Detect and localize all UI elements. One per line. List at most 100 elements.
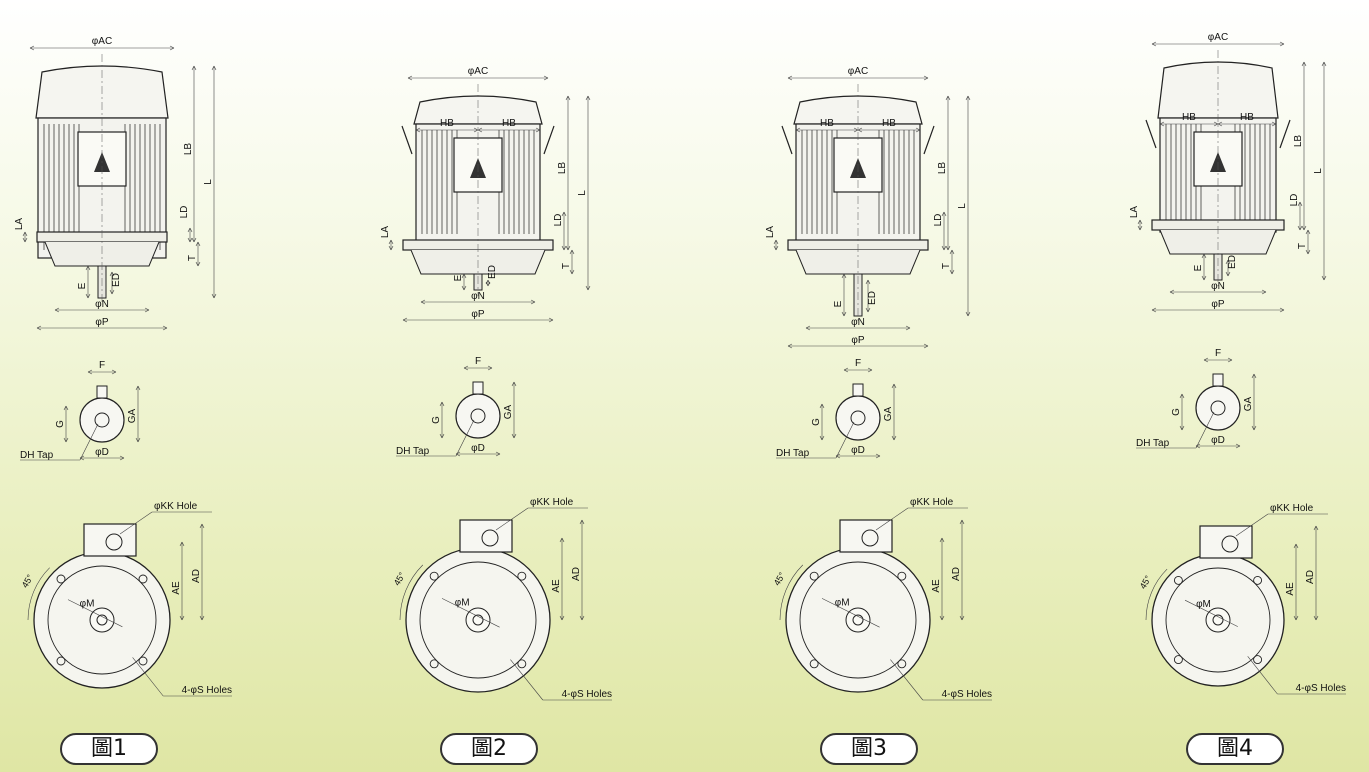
dim-l-label: L bbox=[203, 179, 214, 185]
dim-t-label: T bbox=[1297, 243, 1308, 249]
angle-45-label: 45° bbox=[392, 570, 408, 587]
dim-n-label: φN bbox=[471, 291, 485, 302]
dim-d-label: φD bbox=[1211, 435, 1225, 446]
dim-t-label: T bbox=[187, 255, 198, 261]
figure-caption-3: 圖3 bbox=[820, 733, 918, 765]
s-holes-label: 4-φS Holes bbox=[562, 689, 612, 700]
side-view: φAC HB HB LB L LD T LA E ED φN φP bbox=[765, 66, 971, 349]
dim-lb-label: LB bbox=[183, 143, 194, 156]
dh-tap-label: DH Tap bbox=[396, 446, 430, 457]
dim-hb-right-label: HB bbox=[502, 118, 516, 129]
dim-ga-label: GA bbox=[1243, 396, 1254, 411]
dim-ae-label: AE bbox=[1285, 582, 1296, 596]
dim-hb-right-label: HB bbox=[882, 118, 896, 129]
shaft-end-view: F G GA φD DH Tap bbox=[20, 360, 141, 461]
dim-p-label: φP bbox=[95, 317, 108, 328]
dim-f-label: F bbox=[99, 360, 105, 371]
dim-n-label: φN bbox=[95, 299, 109, 310]
shaft-end-view: F G GA φD DH Tap bbox=[1136, 348, 1257, 449]
dim-p-label: φP bbox=[471, 309, 484, 320]
dim-d-label: φD bbox=[471, 443, 485, 454]
kk-hole-label: φKK Hole bbox=[154, 501, 198, 512]
dim-e-label: E bbox=[77, 282, 88, 289]
dim-f-label: F bbox=[855, 358, 861, 369]
dim-t-label: T bbox=[941, 263, 952, 269]
dim-l-label: L bbox=[1313, 168, 1324, 174]
dim-n-label: φN bbox=[1211, 281, 1225, 292]
dim-la-label: LA bbox=[765, 226, 776, 239]
dim-ga-label: GA bbox=[503, 404, 514, 419]
dim-p-label: φP bbox=[1211, 299, 1224, 310]
figure-caption-1: 圖1 bbox=[60, 733, 158, 765]
dim-ad-label: AD bbox=[191, 569, 202, 583]
figure-caption-2: 圖2 bbox=[440, 733, 538, 765]
dim-ac-label: φAC bbox=[848, 66, 868, 77]
dim-l-label: L bbox=[957, 203, 968, 209]
dim-g-label: G bbox=[55, 420, 66, 428]
dim-ad-label: AD bbox=[1305, 570, 1316, 584]
dim-p-label: φP bbox=[851, 335, 864, 346]
figure-caption-4: 圖4 bbox=[1186, 733, 1284, 765]
dim-ae-label: AE bbox=[551, 579, 562, 593]
dim-ac-label: φAC bbox=[468, 66, 488, 77]
dim-ed-label: ED bbox=[1227, 255, 1238, 269]
dim-lb-label: LB bbox=[937, 162, 948, 175]
dim-n-label: φN bbox=[851, 317, 865, 328]
dim-f-label: F bbox=[475, 356, 481, 367]
kk-hole-label: φKK Hole bbox=[530, 497, 574, 508]
dim-ld-label: LD bbox=[553, 214, 564, 227]
dim-l-label: L bbox=[577, 190, 588, 196]
dim-ga-label: GA bbox=[883, 406, 894, 421]
dim-ld-label: LD bbox=[933, 214, 944, 227]
dim-lb-label: LB bbox=[1293, 135, 1304, 148]
dh-tap-label: DH Tap bbox=[776, 448, 810, 459]
angle-45-label: 45° bbox=[772, 570, 788, 587]
dh-tap-label: DH Tap bbox=[1136, 438, 1170, 449]
dim-g-label: G bbox=[811, 418, 822, 426]
dim-hb-right-label: HB bbox=[1240, 112, 1254, 123]
dim-m-label: φM bbox=[835, 598, 850, 609]
dim-ae-label: AE bbox=[171, 581, 182, 595]
dim-g-label: G bbox=[1171, 408, 1182, 416]
dim-ed-label: ED bbox=[487, 265, 498, 279]
dim-e-label: E bbox=[833, 300, 844, 307]
dim-hb-left-label: HB bbox=[1182, 112, 1196, 123]
angle-45-label: 45° bbox=[1138, 573, 1154, 590]
dim-ed-label: ED bbox=[867, 291, 878, 305]
dim-ld-label: LD bbox=[1289, 194, 1300, 207]
dim-la-label: LA bbox=[14, 218, 25, 231]
shaft-end-view: F G GA φD DH Tap bbox=[396, 356, 517, 457]
angle-45-label: 45° bbox=[20, 572, 36, 589]
dim-la-label: LA bbox=[1129, 206, 1140, 219]
dim-g-label: G bbox=[431, 416, 442, 424]
dim-ed-label: ED bbox=[111, 273, 122, 287]
dim-ad-label: AD bbox=[571, 567, 582, 581]
kk-hole-label: φKK Hole bbox=[910, 497, 954, 508]
dim-ae-label: AE bbox=[931, 579, 942, 593]
kk-hole-label: φKK Hole bbox=[1270, 503, 1314, 514]
dim-e-label: E bbox=[453, 274, 464, 281]
dim-ad-label: AD bbox=[951, 567, 962, 581]
dim-ac-label: φAC bbox=[1208, 32, 1228, 43]
dim-ld-label: LD bbox=[179, 206, 190, 219]
dim-ga-label: GA bbox=[127, 408, 138, 423]
dim-f-label: F bbox=[1215, 348, 1221, 359]
s-holes-label: 4-φS Holes bbox=[942, 689, 992, 700]
dim-t-label: T bbox=[561, 263, 572, 269]
dim-lb-label: LB bbox=[557, 162, 568, 175]
dim-d-label: φD bbox=[95, 447, 109, 458]
dim-hb-left-label: HB bbox=[820, 118, 834, 129]
dh-tap-label: DH Tap bbox=[20, 450, 54, 461]
